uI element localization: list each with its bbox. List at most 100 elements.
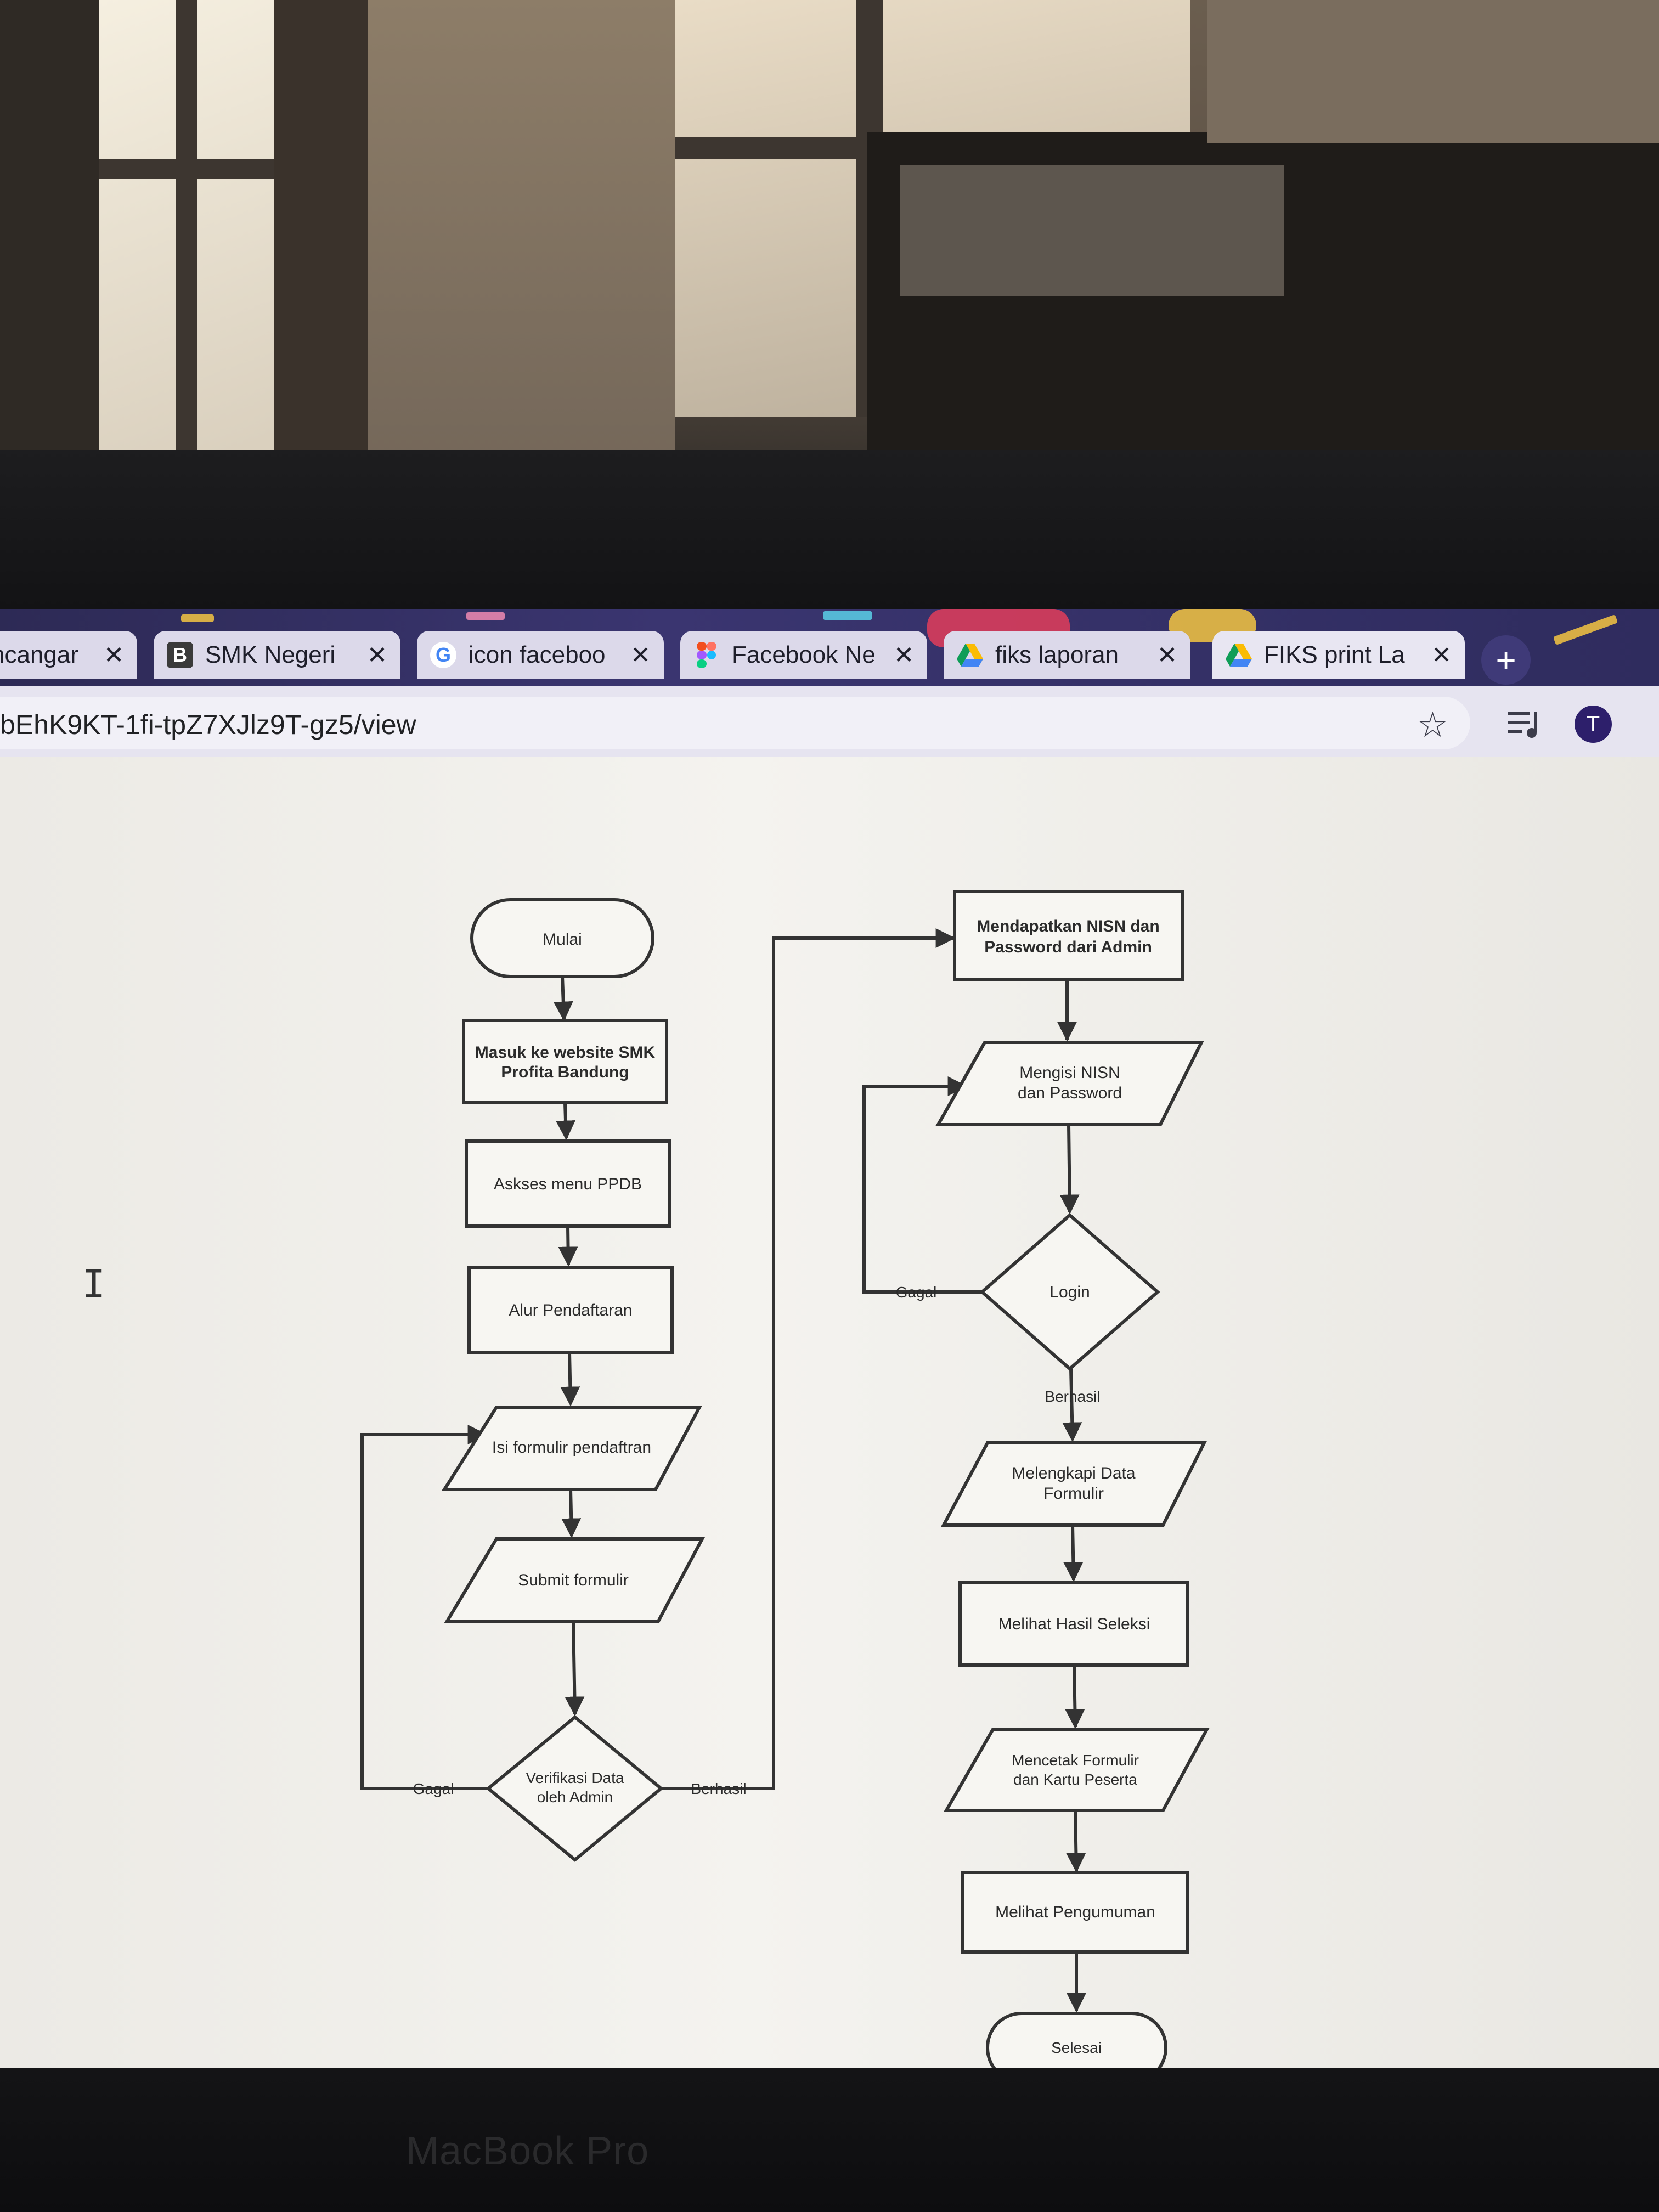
node-complete-label-1: Melengkapi Data: [1012, 1464, 1135, 1482]
node-start: [470, 898, 654, 978]
url-text[interactable]: bEhK9KT-1fi-tpZ7XJlz9T-gz5/view: [0, 709, 416, 740]
room-background: [0, 0, 1659, 455]
node-announce-label: Melihat Pengumuman: [995, 1903, 1155, 1921]
edge-complete-results: [1063, 1525, 1084, 1582]
new-tab-button[interactable]: +: [1481, 635, 1531, 685]
tab-title: fiks laporan: [995, 641, 1119, 668]
node-flow: [467, 1266, 674, 1354]
laptop-bezel-bottom: [0, 2068, 1659, 2212]
tab-5-active[interactable]: FIKS print La ✕: [1212, 631, 1465, 679]
wall-pillar: [0, 0, 99, 455]
node-results-label: Melihat Hasil Seleksi: [998, 1615, 1150, 1633]
edge-results-print: [1065, 1664, 1085, 1729]
laptop-bezel-top: [0, 450, 1659, 625]
node-announce: [961, 1871, 1189, 1954]
text-cursor-icon: I: [82, 1262, 106, 1307]
edge-form-submit: [561, 1489, 582, 1538]
node-print-label-1: Mencetak Formulir: [1012, 1752, 1139, 1769]
node-end-label: Selesai: [1051, 2039, 1102, 2056]
google-drive-icon: [1226, 642, 1252, 668]
document-viewer: I: [0, 757, 1659, 2068]
edge-verify-fail-label: Gagal: [413, 1780, 454, 1797]
figma-icon: [693, 642, 720, 668]
node-access-label: Askses menu PPDB: [494, 1175, 642, 1193]
tab-title: icon faceboo: [469, 641, 606, 668]
window-frame: [99, 159, 274, 179]
tab-close-icon[interactable]: ✕: [104, 641, 124, 669]
node-fill-form: [441, 1406, 702, 1491]
node-enter-nisn-label-1: Mengisi NISN: [1019, 1064, 1120, 1082]
node-get-nisn: [953, 890, 1184, 981]
node-enter-nisn-label-2: dan Password: [1018, 1084, 1122, 1102]
node-visit-label-1: Masuk ke website SMK: [475, 1043, 656, 1062]
node-complete: [941, 1441, 1207, 1527]
tab-close-icon[interactable]: ✕: [1157, 641, 1177, 669]
tab-title: Facebook Ne: [732, 641, 876, 668]
node-login: [979, 1213, 1160, 1371]
tab-close-icon[interactable]: ✕: [1431, 641, 1452, 669]
reading-list-icon[interactable]: [1508, 709, 1543, 740]
node-login-label: Login: [1049, 1283, 1090, 1301]
tab-close-icon[interactable]: ✕: [367, 641, 387, 669]
theme-confetti: [466, 612, 505, 620]
tab-2[interactable]: G icon faceboo ✕: [417, 631, 664, 679]
tab-1[interactable]: B SMK Negeri ✕: [154, 631, 400, 679]
tab-4[interactable]: fiks laporan ✕: [944, 631, 1190, 679]
node-print-label-2: dan Kartu Peserta: [1013, 1771, 1137, 1788]
edge-login-fail: [862, 1076, 982, 1294]
theme-confetti: [181, 614, 214, 622]
node-results: [958, 1581, 1189, 1667]
node-verify: [486, 1715, 664, 1862]
node-visit: [462, 1019, 668, 1104]
edge-start-visit: [553, 976, 573, 1022]
node-enter-nisn: [935, 1041, 1204, 1126]
tab-0[interactable]: ncangar ✕: [0, 631, 137, 679]
edge-print-announce: [1066, 1810, 1086, 1873]
node-complete-label-2: Formulir: [1043, 1485, 1104, 1503]
edge-login-ok: [1062, 1368, 1082, 1442]
tab-close-icon[interactable]: ✕: [630, 641, 651, 669]
edge-verify-fail: [360, 1425, 488, 1790]
tab-title: SMK Negeri: [205, 641, 336, 668]
theme-confetti: [823, 611, 872, 620]
flowchart-diagram: Mulai Masuk ke website SMK Profita Bandu…: [360, 890, 1210, 2068]
edge-verify-ok: [661, 928, 956, 1790]
node-verify-label-1: Verifikasi Data: [526, 1769, 624, 1786]
google-icon: G: [430, 642, 456, 668]
tab-title: FIKS print La: [1264, 641, 1405, 668]
browser-window: ncangar ✕ B SMK Negeri ✕ G icon faceboo …: [0, 609, 1659, 2068]
node-flow-label: Alur Pendaftaran: [509, 1301, 632, 1319]
edge-login-ok-label: Berhasil: [1045, 1388, 1100, 1405]
profile-avatar[interactable]: T: [1575, 706, 1612, 743]
wall: [368, 0, 675, 455]
node-access: [465, 1139, 671, 1228]
tab-title: ncangar: [0, 641, 79, 668]
edge-visit-access: [556, 1102, 575, 1141]
wall-pillar: [274, 0, 368, 455]
window-frame: [176, 0, 198, 455]
node-end: [986, 2012, 1167, 2068]
edge-submit-verify: [565, 1621, 585, 1717]
theme-confetti: [1553, 614, 1618, 646]
node-print: [943, 1728, 1210, 1812]
tab-close-icon[interactable]: ✕: [894, 641, 914, 669]
node-start-label: Mulai: [543, 930, 582, 949]
node-submit-label: Submit formulir: [518, 1571, 629, 1589]
tab-strip: ncangar ✕ B SMK Negeri ✕ G icon faceboo …: [0, 609, 1659, 691]
google-drive-icon: [957, 642, 983, 668]
node-get-nisn-label-2: Password dari Admin: [984, 938, 1152, 956]
tab-3[interactable]: Facebook Ne ✕: [680, 631, 927, 679]
address-bar[interactable]: bEhK9KT-1fi-tpZ7XJlz9T-gz5/view ☆: [0, 697, 1470, 749]
browser-toolbar: bEhK9KT-1fi-tpZ7XJlz9T-gz5/view ☆ T: [0, 686, 1659, 758]
node-verify-label-2: oleh Admin: [537, 1788, 613, 1805]
node-fill-form-label: Isi formulir pendaftran: [492, 1438, 651, 1457]
node-get-nisn-label-1: Mendapatkan NISN dan: [977, 917, 1159, 935]
b-letter-icon: B: [167, 642, 193, 668]
edge-flow-form: [560, 1352, 580, 1407]
edge-enter-login: [1059, 1124, 1080, 1215]
node-submit: [444, 1537, 705, 1623]
shelf-item: [900, 165, 1284, 296]
laptop-model-label: MacBook Pro: [406, 2129, 650, 2173]
node-visit-label-2: Profita Bandung: [501, 1063, 629, 1081]
bookmark-star-icon[interactable]: ☆: [1417, 705, 1448, 744]
